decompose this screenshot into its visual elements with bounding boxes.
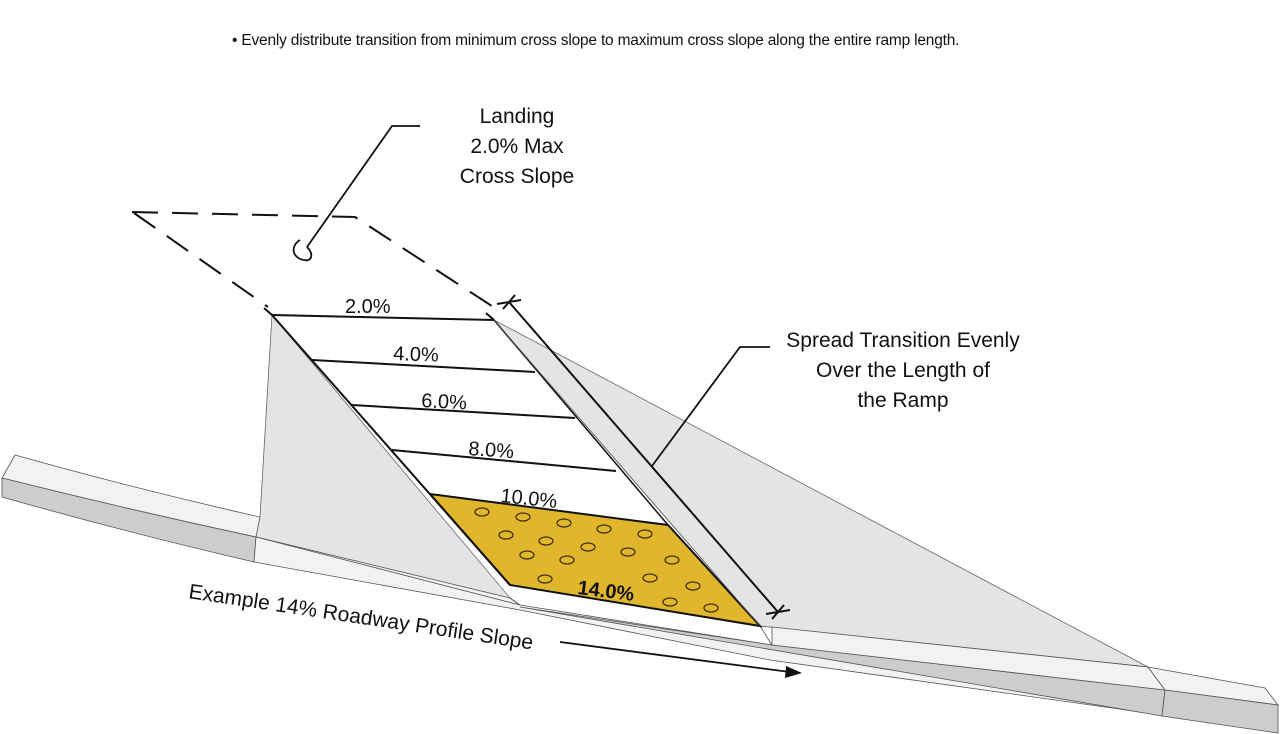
spread-callout-line: the Ramp xyxy=(857,389,949,412)
spread-callout-line: Spread Transition Evenly xyxy=(786,329,1020,352)
spread-callout-line: Over the Length of xyxy=(816,359,990,382)
instruction-text: Evenly distribute transition from minimu… xyxy=(241,32,960,49)
bullet: • xyxy=(232,32,238,49)
landing-outline xyxy=(131,211,499,311)
instruction-note: • Evenly distribute transition from mini… xyxy=(232,32,959,50)
slope-label-8: 8.0% xyxy=(468,438,515,463)
slope-label-2: 2.0% xyxy=(345,296,391,318)
landing-callout-line: Cross Slope xyxy=(459,165,575,188)
ramp-curb xyxy=(253,536,1166,717)
landing-callout-line: 2.0% Max xyxy=(470,135,564,158)
landing-callout-line: Landing xyxy=(479,105,555,128)
right-curb xyxy=(509,597,1279,734)
spread-transition-callout: Spread Transition Evenly Over the Length… xyxy=(772,326,1034,416)
truncated-domes xyxy=(474,507,719,613)
landing-leader xyxy=(292,125,420,262)
slope-label-4: 4.0% xyxy=(393,343,440,367)
slope-label-6: 6.0% xyxy=(421,390,468,414)
cross-slope-lines xyxy=(271,314,617,472)
landing-callout: Landing 2.0% Max Cross Slope xyxy=(432,102,602,192)
spread-leader xyxy=(651,346,770,467)
ramp-left-edge xyxy=(271,314,511,586)
ramp-length-dimension xyxy=(496,294,791,620)
roadway-direction-arrow xyxy=(559,641,802,678)
left-curb xyxy=(1,454,261,563)
ramp-right-edge xyxy=(493,319,669,526)
